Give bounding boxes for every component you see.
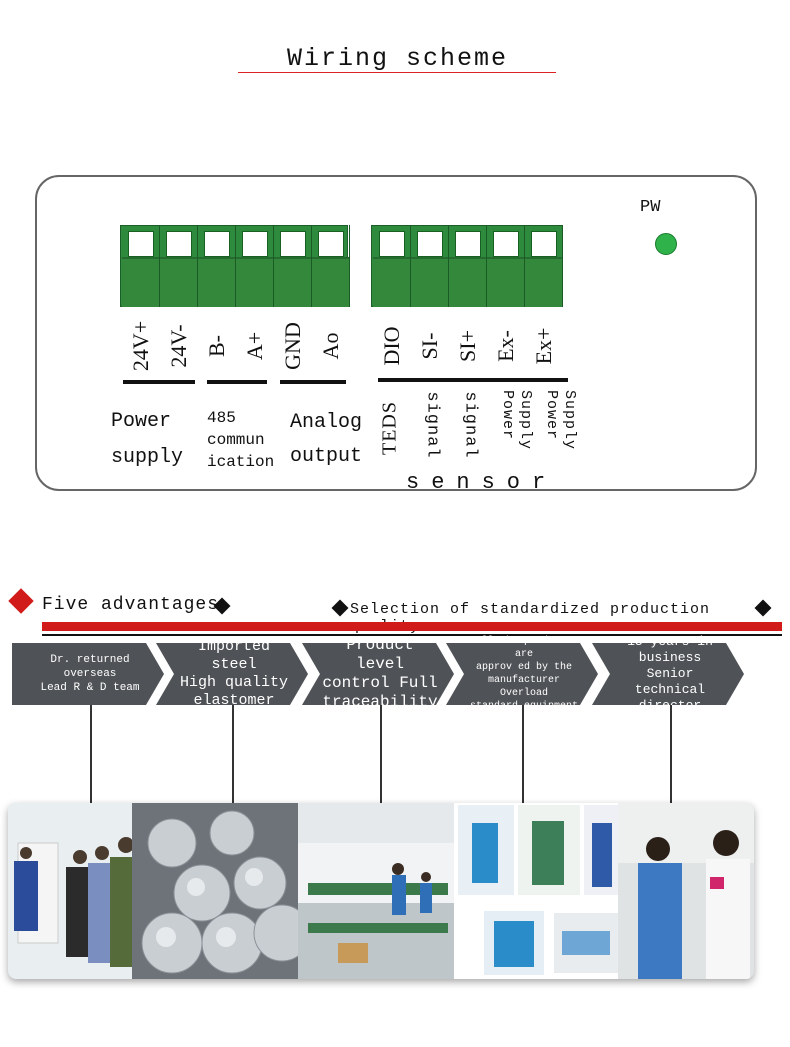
terminal-screw-hole <box>204 231 230 257</box>
terminal-screw-hole <box>493 231 519 257</box>
comm-485-label: 485 commun ication <box>207 409 275 471</box>
power-group-bar <box>123 380 195 384</box>
comm-group-bar <box>207 380 267 384</box>
photo-strip <box>8 803 754 979</box>
terminal-slot <box>236 225 274 307</box>
pin-label: Ex- <box>493 330 518 362</box>
connector-line <box>670 705 672 809</box>
pin-label: SI+ <box>455 330 480 362</box>
terminal-body <box>487 257 524 307</box>
terminal-screw-hole <box>379 231 405 257</box>
pw-label: PW <box>640 198 661 217</box>
terminal-slot <box>373 225 411 307</box>
ex-plus-label: Supply Power <box>543 389 578 451</box>
director-photo <box>618 803 754 979</box>
analog-output-label: Analog output <box>290 411 363 468</box>
connector-line <box>90 705 92 809</box>
pin-label: B- <box>204 335 229 357</box>
analog-group-bar <box>280 380 346 384</box>
advantages-title: Five advantages <box>42 595 220 615</box>
terminal-screw-hole <box>531 231 557 257</box>
advantage-text: Dr. returned overseas Lead R & D team <box>40 654 140 694</box>
pin-label: Ex+ <box>531 327 556 365</box>
pin-label: 24V- <box>166 324 191 368</box>
si-plus-label: signal <box>460 391 480 459</box>
connector-line <box>522 705 524 809</box>
terminal-body <box>312 257 349 307</box>
teds-label: TEDS <box>378 401 401 455</box>
terminal-slot <box>122 225 160 307</box>
factory-floor-photo <box>298 803 458 979</box>
terminal-slot <box>198 225 236 307</box>
pin-label: 24V+ <box>128 320 153 372</box>
terminal-screw-hole <box>166 231 192 257</box>
advantage-text: 15 years in business Senior technical di… <box>627 634 713 713</box>
steel-bars-photo <box>132 803 311 979</box>
advantage-text: Imported steel High quality elastomer <box>179 638 289 709</box>
advantage-chevron: 15 years in business Senior technical di… <box>592 634 744 713</box>
diamond-icon <box>331 599 349 617</box>
terminal-body <box>373 257 410 307</box>
terminal-slot <box>449 225 487 307</box>
advantage-chevron: All the products are approv ed by the ma… <box>446 636 598 712</box>
connector-line <box>232 705 234 809</box>
terminal-slot <box>525 225 563 307</box>
connector-line <box>380 705 382 809</box>
terminal-slot <box>160 225 198 307</box>
pin-label: GND <box>280 322 305 370</box>
terminal-body <box>449 257 486 307</box>
terminal-body <box>411 257 448 307</box>
terminal-slot <box>312 225 350 307</box>
test-equipment-photo <box>454 803 622 979</box>
sensor-label: sensor <box>406 470 558 495</box>
terminal-body <box>160 257 197 307</box>
terminal-body <box>274 257 311 307</box>
red-diamond-icon <box>8 588 34 614</box>
power-led-icon <box>655 233 677 255</box>
pin-label: A+ <box>242 331 267 361</box>
page-title: Wiring scheme <box>286 44 509 73</box>
pin-label: SI- <box>417 332 442 360</box>
advantage-chevron: Product level control Full traceability <box>302 636 454 711</box>
terminal-body <box>525 257 562 307</box>
terminal-screw-hole <box>318 231 344 257</box>
terminal-screw-hole <box>280 231 306 257</box>
terminal-body <box>122 257 159 307</box>
ex-minus-label: Supply Power <box>499 389 534 451</box>
pin-label: Ao <box>318 332 343 360</box>
terminal-body <box>236 257 273 307</box>
power-supply-label: Power supply <box>111 410 184 469</box>
advantage-text: All the products are approv ed by the ma… <box>469 636 579 712</box>
terminal-slot <box>411 225 449 307</box>
title-underline <box>238 72 556 73</box>
terminal-screw-hole <box>242 231 268 257</box>
advantage-chevron: Dr. returned overseas Lead R & D team <box>12 643 164 705</box>
advantage-text: Product level control Full traceability <box>322 636 438 711</box>
advantage-chevron: Imported steel High quality elastomer <box>156 638 308 709</box>
team-photo <box>8 803 140 979</box>
divider-line <box>42 634 782 636</box>
terminal-slot <box>487 225 525 307</box>
red-band <box>42 622 782 631</box>
terminal-slot <box>274 225 312 307</box>
terminal-screw-hole <box>417 231 443 257</box>
pin-label: DIO <box>379 326 404 366</box>
sensor-group-bar <box>378 378 568 382</box>
terminal-body <box>198 257 235 307</box>
terminal-screw-hole <box>128 231 154 257</box>
si-minus-label: signal <box>422 391 442 459</box>
terminal-screw-hole <box>455 231 481 257</box>
